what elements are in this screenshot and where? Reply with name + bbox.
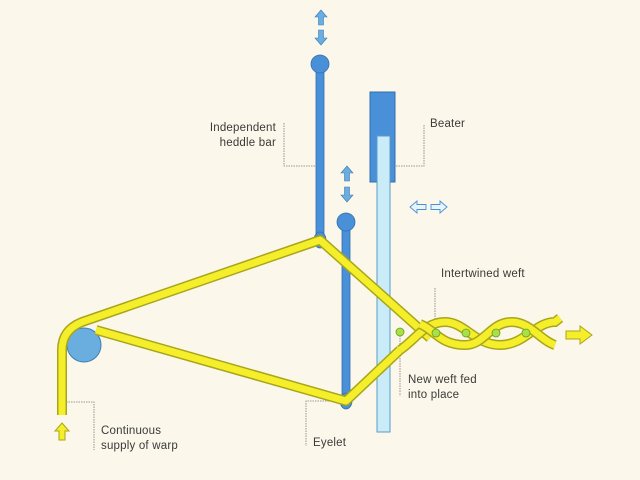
input-arrow-icon (53, 422, 71, 441)
intertwined-weft (397, 314, 564, 355)
heddle-bar-knob (310, 54, 330, 74)
intertwined-weft-label: Intertwined weft (441, 268, 525, 280)
independent-heddle-bar (315, 67, 325, 239)
beater-label: Beater (430, 118, 466, 130)
beater-leader-line (392, 125, 425, 167)
weft-thread (461, 328, 471, 338)
warp-upper (58, 236, 433, 415)
weft-thread (521, 328, 531, 338)
warp-yarns (57, 235, 434, 415)
heddle-motion-arrow-icon (314, 9, 328, 46)
beater-reed (376, 135, 391, 433)
weft-threads (395, 327, 531, 338)
new-weft-label-line2: into place (408, 389, 460, 401)
heddle-label-line1: Independent (209, 122, 276, 134)
heddle-bar-label: Independent heddle bar (196, 121, 276, 151)
warp-supply-label: Continuous supply of warp (101, 424, 178, 454)
weft-thread (431, 328, 441, 338)
beater-motion-arrow-icon (409, 200, 448, 214)
new-weft-label-line1: New weft fed (408, 374, 477, 386)
warp-lower (95, 326, 403, 405)
eyelet-bar (341, 225, 351, 399)
output-arrow-icon (565, 325, 593, 345)
new-weft-thread (395, 327, 405, 337)
heddle-leader-line (283, 123, 318, 167)
eyelet-label: Eyelet (313, 437, 347, 449)
heddle-label-line2: heddle bar (219, 137, 276, 149)
weft-thread (491, 328, 501, 338)
warp-label-line2: supply of warp (101, 440, 178, 452)
warp-label-line1: Continuous (101, 425, 162, 437)
eyelet-bar-knob (336, 212, 356, 232)
eyelet-motion-arrow-icon (340, 165, 354, 203)
warp-leader-line (66, 401, 95, 450)
new-weft-label: New weft fed into place (408, 373, 477, 403)
